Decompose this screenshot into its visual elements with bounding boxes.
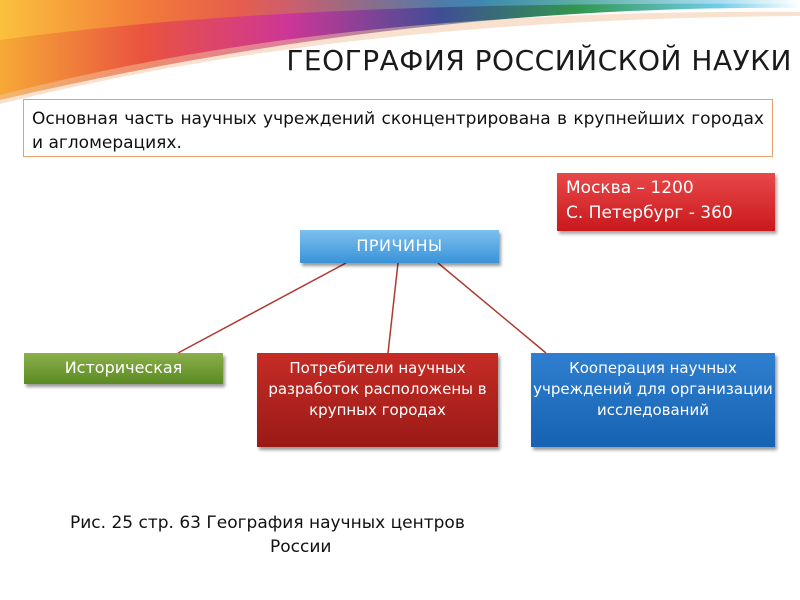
rainbow-swoosh-decoration — [0, 0, 800, 104]
node-consumers: Потребители научных разработок расположе… — [257, 353, 498, 447]
node-historical: Историческая — [24, 353, 223, 384]
slide-title: ГЕОГРАФИЯ РОССИЙСКОЙ НАУКИ — [286, 44, 792, 77]
stats-moscow: Москва – 1200 — [566, 178, 694, 198]
caption-line-2: России — [270, 537, 332, 557]
stats-spb: С. Петербург - 360 — [566, 203, 733, 223]
node-causes: ПРИЧИНЫ — [300, 230, 499, 263]
node-cooperation: Кооперация научных учреждений для органи… — [531, 353, 775, 447]
caption-line-1: Рис. 25 стр. 63 География научных центро… — [70, 513, 465, 533]
stats-box: Москва – 1200 С. Петербург - 360 — [557, 173, 775, 231]
intro-text-box: Основная часть научных учреждений сконце… — [23, 99, 773, 157]
figure-caption: Рис. 25 стр. 63 География научных центро… — [70, 511, 465, 559]
connector-cooperation — [437, 262, 547, 354]
connector-historical — [177, 262, 347, 354]
connector-consumers — [387, 262, 399, 354]
